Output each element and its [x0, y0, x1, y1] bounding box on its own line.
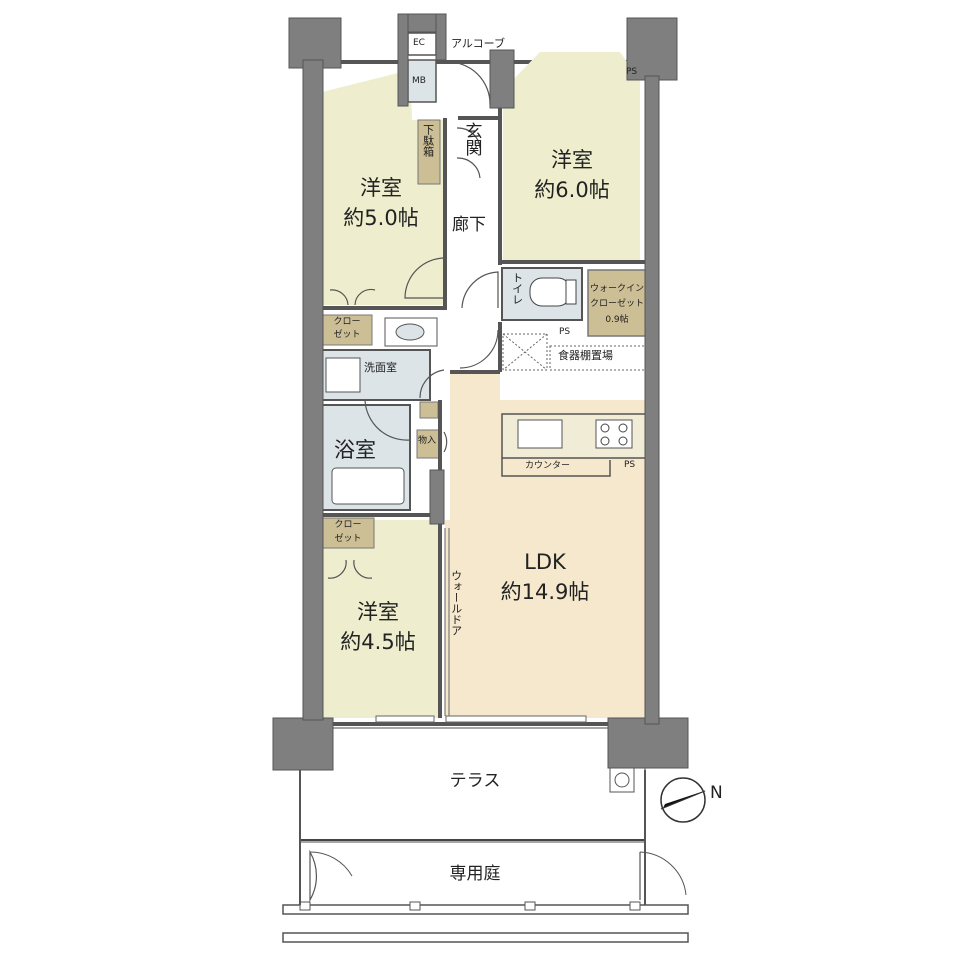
geta-bako	[417, 119, 441, 185]
ldk-name: LDK	[524, 550, 566, 574]
western-room-6-name: 洋室	[551, 148, 593, 172]
column-bottom-left	[272, 717, 334, 771]
column-bottom-right	[607, 717, 689, 769]
washroom-label: 洗面室	[364, 361, 397, 374]
kitchen-stove	[595, 419, 633, 449]
garden-fence-top	[282, 904, 689, 915]
kitchen-sink	[517, 419, 563, 449]
terrace-area	[299, 727, 646, 841]
washing-machine	[325, 357, 361, 393]
walk-in-closet	[587, 269, 647, 337]
wic-line1: ウォークイン	[589, 284, 644, 294]
ldk-size: 約14.9帖	[500, 580, 590, 604]
garden-area	[299, 841, 646, 911]
hallway-label: 廊下	[452, 215, 486, 235]
garden-fence-bottom	[282, 932, 689, 943]
western-room-45-size: 約4.5帖	[340, 630, 416, 654]
terrace-label: テラス	[449, 771, 501, 791]
garden-gate-right	[639, 851, 687, 896]
alcove-label: アルコーブ	[451, 37, 506, 50]
wic-size: 0.9帖	[605, 315, 629, 325]
garden-gate-left	[309, 849, 317, 903]
western-room-5-size: 約5.0帖	[343, 206, 419, 230]
wall-door-label: ウォールドア	[449, 570, 463, 636]
western-room-5-name: 洋室	[360, 176, 402, 200]
dish-shelf-label: 食器棚置場	[558, 349, 613, 362]
closet-room45-line2: ゼット	[334, 534, 362, 544]
bathtub	[331, 467, 405, 505]
closet-room5	[321, 314, 373, 346]
north-label: N	[710, 783, 723, 803]
north-arrow-icon	[660, 777, 707, 823]
closet-room45-line1: クロー	[334, 520, 362, 530]
western-room-45-name: 洋室	[357, 600, 399, 624]
ps-label-top: PS	[626, 67, 638, 77]
mb-box	[407, 59, 437, 103]
closet-room5-line2: ゼット	[333, 330, 361, 340]
western-room-6-area	[503, 52, 640, 262]
western-room-6-size: 約6.0帖	[534, 178, 610, 202]
ps-label-kitchen: PS	[624, 460, 636, 470]
western-room-5-area	[322, 70, 445, 305]
geta-bako-label: 下駄箱	[421, 124, 435, 157]
monoire-label: 物入	[418, 436, 437, 446]
western-room-45-area	[322, 520, 438, 718]
bathroom-label: 浴室	[334, 438, 376, 462]
garden-label: 専用庭	[449, 864, 501, 884]
ps-label-mid: PS	[559, 327, 571, 337]
wic-line2: クローゼット	[589, 299, 644, 309]
ec-label: EC	[413, 38, 425, 48]
closet-room5-line1: クロー	[333, 317, 361, 327]
genkan-label: 玄関	[461, 122, 482, 156]
mb-label: MB	[412, 76, 426, 86]
genkan-area	[457, 118, 497, 190]
toilet-label: トイレ	[510, 272, 524, 305]
hallway-area	[447, 190, 497, 370]
counter-label: カウンター	[525, 461, 571, 471]
